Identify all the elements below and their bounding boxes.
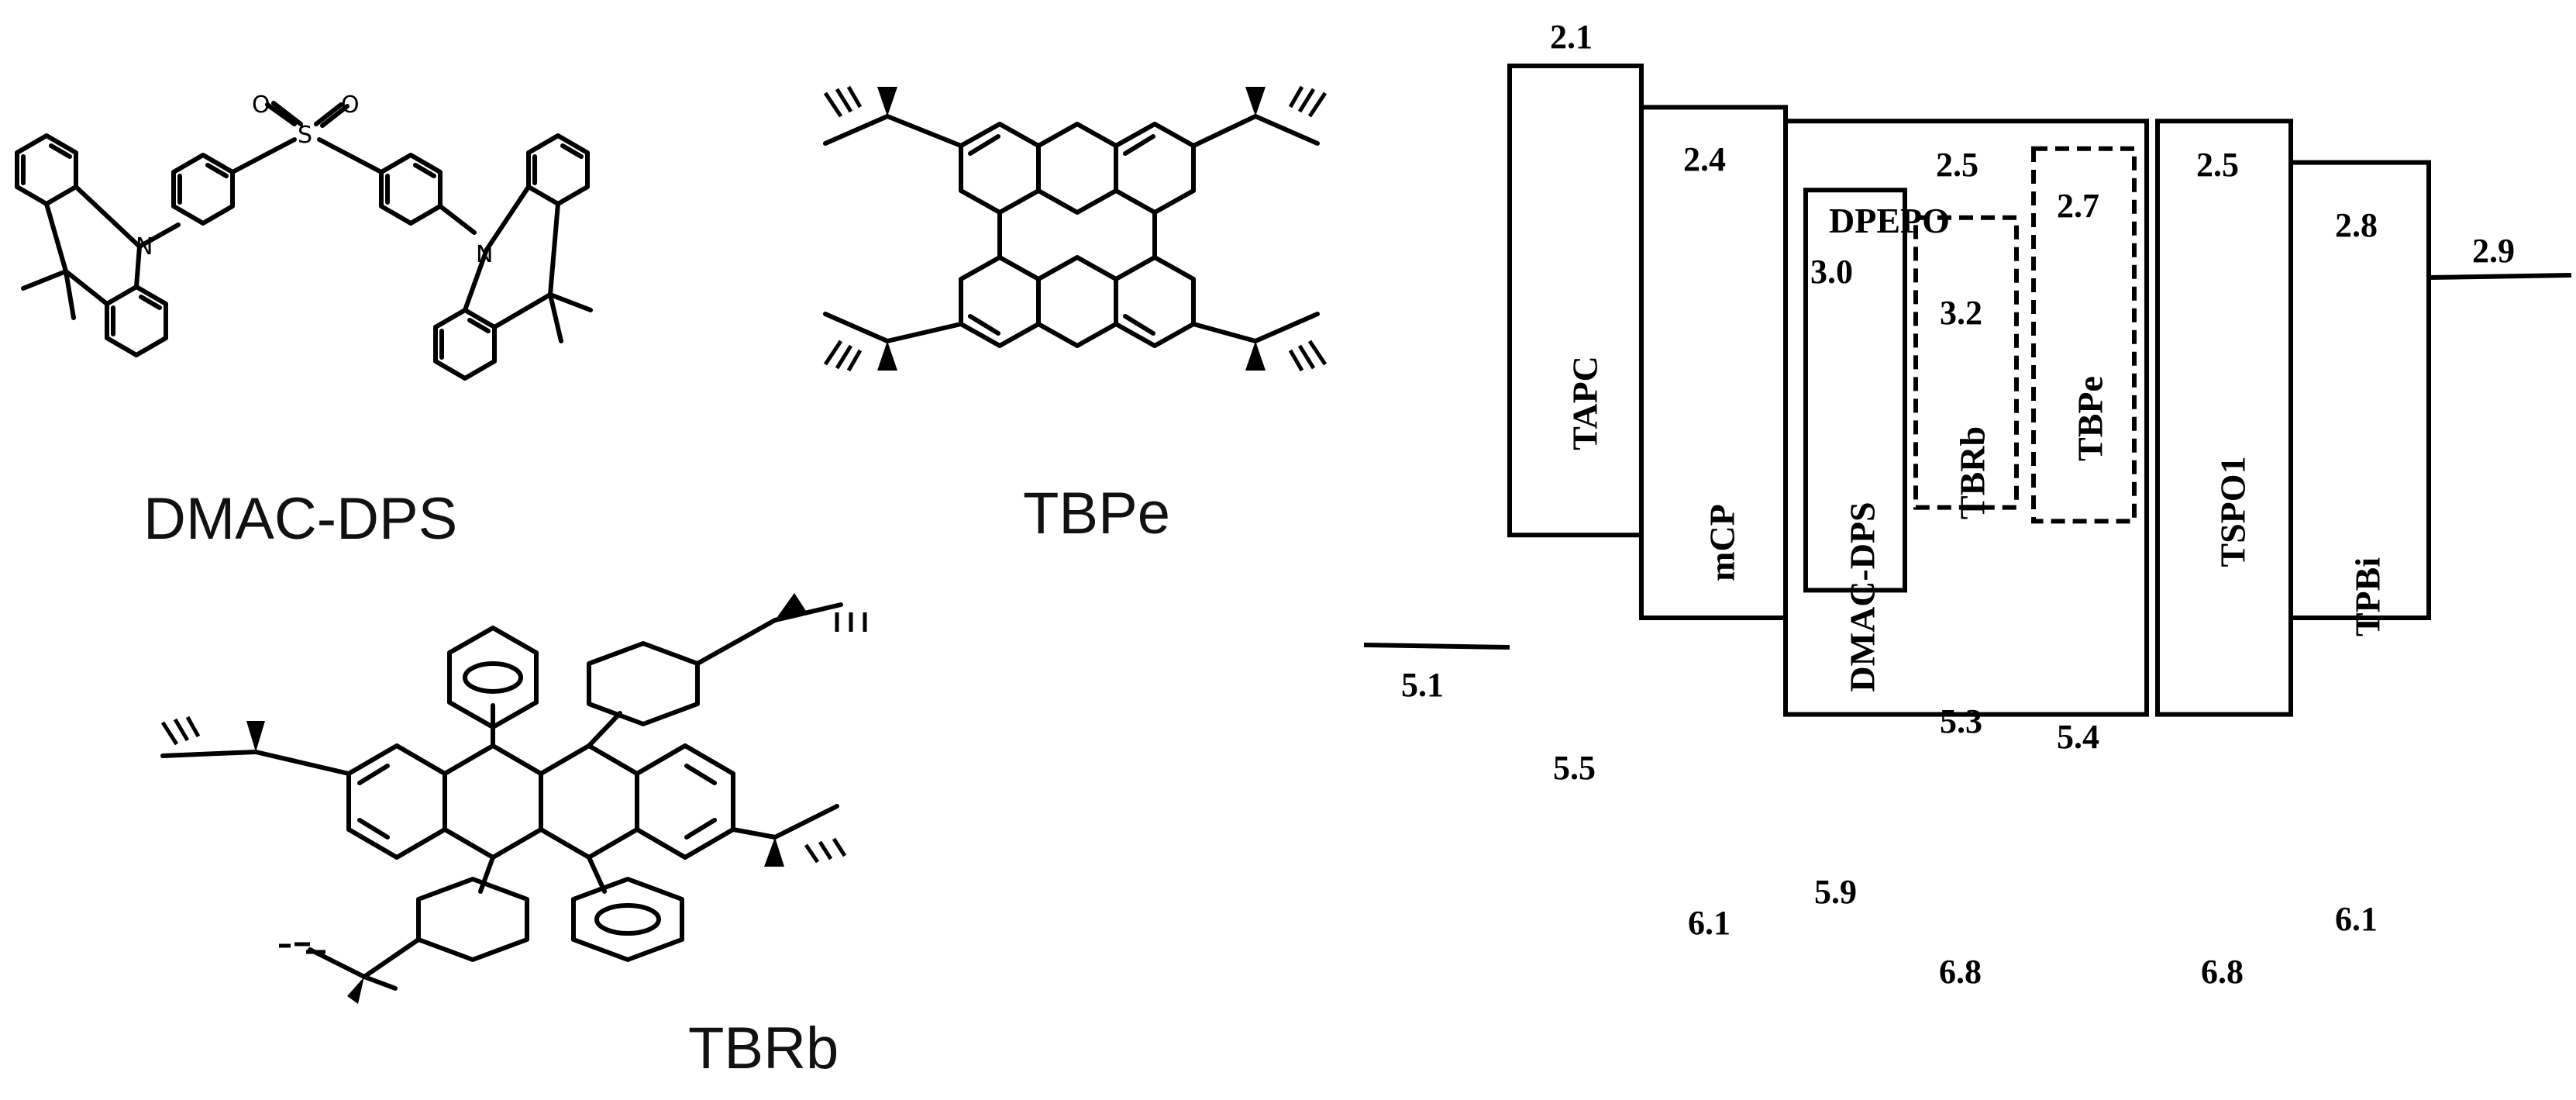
homo-value-tspo1: 6.8 — [2201, 953, 2244, 991]
lumo-value-dpepo: 2.5 — [1936, 146, 1978, 184]
lumo-value-tbrb: 3.2 — [1940, 294, 1982, 332]
dmac-dps-atom-s: S — [298, 122, 312, 149]
anode-level-line — [1363, 643, 1510, 650]
dmac-dps-atom-o: O — [341, 91, 360, 119]
homo-value-dpepo: 6.8 — [1939, 953, 1982, 991]
tbrb-label: TBRb — [688, 1016, 839, 1081]
layer-box-tpbi — [2288, 160, 2431, 621]
homo-value-tapc: 5.5 — [1553, 749, 1596, 787]
anode-level-value: 5.1 — [1401, 666, 1444, 704]
energy-level-diagram: 5.1 2.9 TAPC mCP DPEPO DMAC-DPS TBRb TBP… — [1363, 18, 2572, 991]
layer-name-tspo1: TSPO1 — [2213, 456, 2253, 567]
layer-name-dmac-dps: DMAC-DPS — [1843, 502, 1882, 691]
layer-name-tbrb: TBRb — [1953, 426, 1992, 519]
homo-value-tpbi: 6.1 — [2335, 900, 2378, 938]
lumo-value-tapc: 2.1 — [1550, 18, 1593, 56]
tbpe-structure: TBPe — [823, 85, 1328, 547]
layer-name-tbpe: TBPe — [2071, 376, 2110, 461]
cathode-level-line — [2428, 273, 2572, 280]
layer-name-mcp: mCP — [1703, 504, 1742, 581]
homo-value-tbpe: 5.4 — [2057, 718, 2099, 756]
lumo-value-tbpe: 2.7 — [2057, 187, 2099, 225]
tbrb-structure: TBRb — [160, 593, 867, 1081]
tbpe-label: TBPe — [1023, 481, 1170, 547]
homo-value-tbrb: 5.3 — [1940, 702, 1982, 740]
layer-box-tbpe — [2031, 146, 2137, 524]
dmac-dps-atom-o: O — [252, 91, 270, 119]
dmac-dps-atom-n: N — [136, 233, 153, 260]
dmac-dps-structure: N N S O O DMAC-DPS — [15, 91, 593, 552]
layer-box-dmac-dps — [1803, 188, 1907, 593]
layer-box-tapc — [1507, 64, 1644, 538]
lumo-value-tpbi: 2.8 — [2335, 206, 2378, 244]
lumo-value-mcp: 2.4 — [1683, 140, 1726, 178]
lumo-value-tspo1: 2.5 — [2196, 146, 2239, 184]
layer-name-dpepo: DPEPO — [1829, 201, 1950, 240]
layer-name-tpbi: TPBi — [2348, 557, 2388, 636]
layer-box-tbrb — [1913, 215, 2019, 510]
dmac-dps-atom-n: N — [476, 241, 493, 268]
homo-value-dmac-dps: 5.9 — [1814, 873, 1857, 911]
layer-name-tapc: TAPC — [1565, 356, 1605, 450]
cathode-level-value: 2.9 — [2472, 232, 2515, 270]
layer-box-tspo1 — [2155, 119, 2293, 717]
layer-box-dpepo — [1783, 119, 2149, 717]
homo-value-mcp: 6.1 — [1688, 904, 1731, 942]
lumo-value-dmac-dps: 3.0 — [1810, 253, 1853, 291]
dmac-dps-label: DMAC-DPS — [143, 486, 457, 552]
